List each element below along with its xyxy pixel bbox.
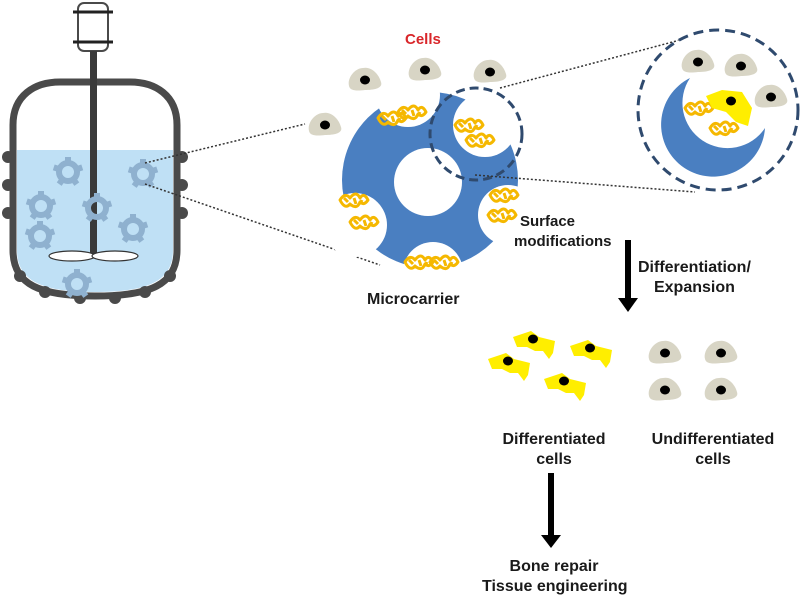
bioreactor-vessel bbox=[2, 2, 188, 304]
undifferentiated-cell-icon bbox=[704, 377, 738, 401]
surface-modifications-line2: modifications bbox=[514, 233, 612, 250]
impeller-blade bbox=[91, 250, 139, 262]
undifferentiated-cell-icon bbox=[308, 112, 342, 136]
undifferentiated-cell-icon bbox=[473, 59, 507, 83]
differentiated-line1: Differentiated bbox=[502, 431, 606, 448]
differentiation-expansion-label: Differentiation/ Expansion bbox=[638, 258, 751, 298]
differentiated-cell-icon bbox=[488, 353, 530, 381]
undifferentiated-cell-icon bbox=[648, 377, 682, 401]
microcarrier-crescent bbox=[661, 78, 765, 177]
differentiated-cell-icon bbox=[513, 331, 555, 359]
arrow-down-icon bbox=[618, 240, 638, 312]
differentiated-cell-icon bbox=[570, 340, 612, 368]
expansion-label: Expansion bbox=[653, 279, 735, 296]
bone-repair-label: Bone repair bbox=[509, 558, 599, 575]
surface-modifications-line1: Surface bbox=[520, 213, 576, 230]
outcome-label: Bone repair Tissue engineering bbox=[482, 557, 628, 597]
microcarrier-label: Microcarrier bbox=[367, 291, 460, 308]
impeller-shaft bbox=[90, 51, 97, 256]
undifferentiated-cell-icon bbox=[704, 340, 738, 364]
differentiated-cell-icon bbox=[544, 373, 586, 401]
motor-icon bbox=[77, 2, 109, 52]
zoom-circle-small bbox=[428, 86, 524, 182]
differentiated-cells-label: Differentiated cells bbox=[496, 430, 612, 470]
impeller-blade bbox=[48, 250, 96, 262]
cells-label: Cells bbox=[405, 31, 441, 48]
differentiation-label: Differentiation/ bbox=[638, 259, 751, 276]
undifferentiated-cell-icon bbox=[348, 67, 382, 91]
differentiated-line2: cells bbox=[536, 451, 572, 468]
tissue-engineering-label: Tissue engineering bbox=[482, 578, 628, 595]
undifferentiated-line1: Undifferentiated bbox=[651, 431, 775, 448]
arrow-down-icon bbox=[541, 473, 561, 548]
undifferentiated-cell-icon bbox=[408, 57, 442, 81]
undifferentiated-cell-icon bbox=[648, 340, 682, 364]
surface-modifications-label: Surface modifications bbox=[514, 212, 612, 252]
undifferentiated-cells-label: Undifferentiated cells bbox=[643, 430, 783, 470]
microcarrier-large bbox=[323, 63, 538, 302]
undifferentiated-line2: cells bbox=[695, 451, 731, 468]
differentiated-cell-icon bbox=[706, 90, 752, 126]
zoom-detail bbox=[636, 28, 800, 192]
